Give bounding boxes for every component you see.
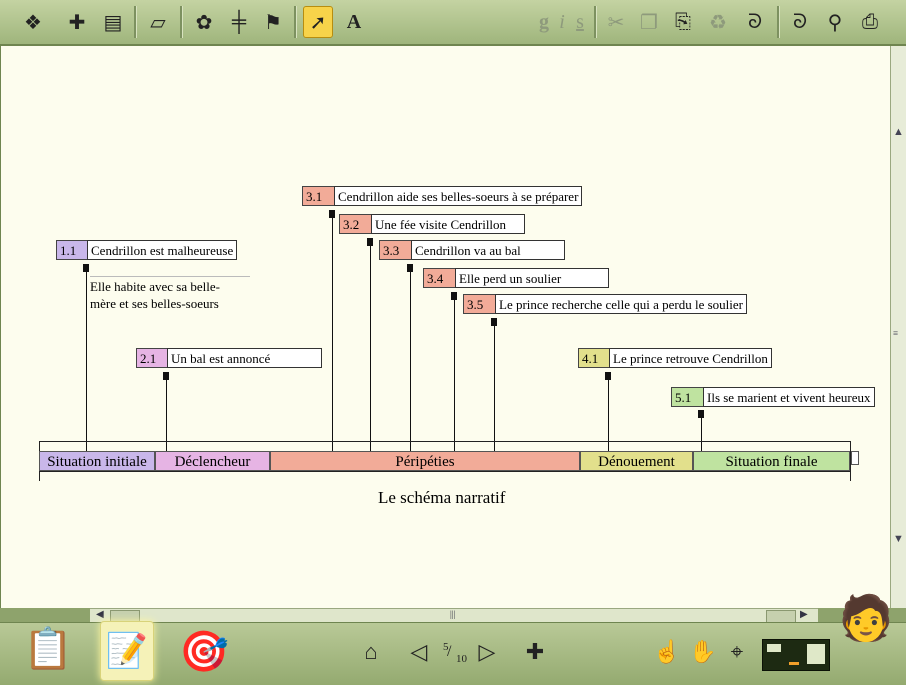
event-number-3-5[interactable]: 3.5: [463, 294, 496, 314]
diagram-title[interactable]: Le schéma narratif: [378, 488, 506, 507]
trash-icon[interactable]: ♻: [709, 11, 727, 34]
timeline-segment-situation-initiale[interactable]: Situation initiale: [39, 451, 155, 471]
handle-2-1[interactable]: [163, 372, 169, 380]
print-icon[interactable]: ⎙: [862, 10, 878, 33]
timeline-segment-peripeties[interactable]: Péripéties: [270, 451, 580, 471]
bottom-toolbar: 📋 📝 🎯 ⌂ ◁ 5 / 10 ▷ ✚ ☝ ✋ ⌖ 🧑: [0, 594, 906, 685]
stem-1-1: [86, 266, 87, 451]
cut-icon[interactable]: ✂: [607, 11, 625, 34]
event-note-1-1[interactable]: Elle habite avec sa belle- mère et ses b…: [90, 278, 220, 312]
timeline-bottom-line: [39, 471, 851, 472]
scroll-right-icon[interactable]: ▶: [800, 609, 808, 620]
event-text-3-5[interactable]: Le prince recherche celle qui a perdu le…: [495, 294, 747, 314]
paste-icon[interactable]: ⎘: [675, 10, 691, 33]
top-toolbar: ❖ ✚ ▤ ▱ ✿ ╪ ⚑ ➚ A g i s ✂ ❐ ⎘ ♻ ᘐ ᘐ ⚲ ⎙: [0, 0, 906, 46]
handle-3-5[interactable]: [491, 318, 497, 326]
target-icon[interactable]: 🎯: [179, 628, 229, 674]
scroll-down-icon[interactable]: ▼: [893, 533, 904, 545]
event-number-5-1[interactable]: 5.1: [671, 387, 704, 407]
save-icon[interactable]: ▤: [103, 11, 123, 34]
page-indicator: 5 / 10: [443, 641, 467, 665]
event-number-3-3[interactable]: 3.3: [379, 240, 412, 260]
crosshair-icon[interactable]: ⌖: [730, 639, 744, 664]
event-number-1-1[interactable]: 1.1: [56, 240, 88, 260]
timeline-resize-handle[interactable]: [851, 451, 859, 465]
scroll-center-grip-icon[interactable]: |||: [450, 609, 456, 619]
handle-3-4[interactable]: [451, 292, 457, 300]
hand-icon[interactable]: ✋: [689, 639, 717, 664]
event-number-3-4[interactable]: 3.4: [423, 268, 456, 288]
stem-2-1: [166, 374, 167, 451]
scroll-left-icon[interactable]: ◀: [96, 609, 104, 620]
mascot-icon: 🧑: [838, 594, 894, 643]
stem-3-1: [332, 212, 333, 451]
underline-button[interactable]: s: [576, 10, 584, 33]
handle-3-2[interactable]: [367, 238, 373, 246]
notes-icon[interactable]: 📝: [100, 621, 154, 681]
event-number-3-1[interactable]: 3.1: [302, 186, 335, 206]
timeline-tool-icon[interactable]: ╪: [231, 10, 247, 33]
event-text-3-1[interactable]: Cendrillon aide ses belles-soeurs à se p…: [334, 186, 583, 206]
scroll-up-icon[interactable]: ▲: [893, 126, 904, 138]
stem-3-3: [410, 266, 411, 451]
overview-map[interactable]: [762, 639, 830, 671]
event-text-1-1[interactable]: Cendrillon est malheureuse: [87, 240, 238, 260]
total-pages: 10: [456, 653, 467, 665]
handle-4-1[interactable]: [605, 372, 611, 380]
current-page: 5: [443, 641, 449, 653]
stem-5-1: [701, 412, 702, 451]
event-number-3-2[interactable]: 3.2: [339, 214, 372, 234]
note-line-1: Elle habite avec sa belle-: [90, 279, 220, 294]
search-icon[interactable]: ⚲: [827, 11, 843, 34]
flag-label-icon[interactable]: ⚑: [264, 11, 282, 34]
diagram-canvas[interactable]: 1.1 Cendrillon est malheureuse 2.1 Un ba…: [0, 46, 891, 608]
event-text-3-2[interactable]: Une fée visite Cendrillon: [371, 214, 525, 234]
page-icon[interactable]: ▱: [150, 11, 166, 34]
handle-1-1[interactable]: [83, 264, 89, 272]
stem-3-5: [494, 320, 495, 451]
previous-page-icon[interactable]: ◁: [410, 639, 428, 664]
add-page-icon[interactable]: ✚: [525, 639, 545, 664]
stem-4-1: [608, 374, 609, 451]
home-topic-icon[interactable]: ⌂: [364, 639, 378, 664]
picture-icon[interactable]: ✿: [195, 11, 213, 34]
note-line-2: mère et ses belles-soeurs: [90, 296, 219, 311]
timeline-end-tick: [850, 441, 851, 481]
link-icon[interactable]: ᘐ: [792, 10, 808, 33]
link-menu-icon[interactable]: ᘐ: [747, 10, 763, 33]
timeline-segment-denouement[interactable]: Dénouement: [580, 451, 693, 471]
event-number-4-1[interactable]: 4.1: [578, 348, 610, 368]
handle-5-1[interactable]: [698, 410, 704, 418]
next-page-icon[interactable]: ▷: [478, 639, 496, 664]
text-tool-icon[interactable]: A: [346, 10, 362, 33]
link-mode-icon[interactable]: ☝: [653, 639, 681, 664]
handle-3-3[interactable]: [407, 264, 413, 272]
new-topic-icon[interactable]: ✚: [68, 11, 86, 34]
checklist-icon[interactable]: 📋: [23, 625, 73, 671]
event-text-4-1[interactable]: Le prince retrouve Cendrillon: [609, 348, 772, 368]
stem-3-2: [370, 240, 371, 451]
stem-3-4: [454, 294, 455, 451]
timeline-segment-declencheur[interactable]: Déclencheur: [155, 451, 270, 471]
timeline-top-line: [39, 441, 851, 442]
note-separator: [90, 276, 250, 277]
timeline-segment-situation-finale[interactable]: Situation finale: [693, 451, 850, 471]
vertical-scrollbar[interactable]: ▲ ≡ ▼: [890, 46, 906, 608]
bold-button[interactable]: g: [539, 10, 549, 33]
event-text-5-1[interactable]: Ils se marient et vivent heureux: [703, 387, 875, 407]
open-file-icon[interactable]: ❖: [24, 11, 42, 34]
event-text-3-3[interactable]: Cendrillon va au bal: [411, 240, 565, 260]
scroll-grip-icon[interactable]: ≡: [893, 328, 899, 338]
horizontal-scrollbar[interactable]: ◀ ||| ▶: [90, 608, 818, 623]
pointer-tool-icon[interactable]: ➚: [303, 6, 333, 38]
event-text-3-4[interactable]: Elle perd un soulier: [455, 268, 609, 288]
copy-icon[interactable]: ❐: [640, 11, 658, 34]
handle-3-1[interactable]: [329, 210, 335, 218]
event-number-2-1[interactable]: 2.1: [136, 348, 168, 368]
event-text-2-1[interactable]: Un bal est annoncé: [167, 348, 322, 368]
italic-button[interactable]: i: [559, 10, 565, 33]
